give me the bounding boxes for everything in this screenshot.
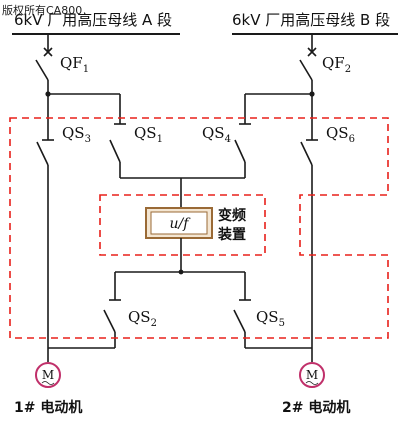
converter-symbol: u/f	[170, 216, 192, 232]
switch-qs3-label: QS3	[62, 124, 91, 145]
watermark: 版权所有CA800	[2, 3, 82, 17]
switch-qs1	[109, 94, 126, 178]
switch-qs2	[48, 272, 121, 349]
switch-qs5	[233, 272, 312, 349]
switch-qs1-label: QS1	[134, 124, 163, 145]
bus-a-label: 6kV 厂用高压母线 A 段	[14, 11, 172, 29]
motor-2-symbol: M	[306, 368, 318, 382]
switch-qs6	[300, 139, 318, 362]
converter-label-line2: 装置	[217, 226, 246, 243]
breaker-qf1	[35, 34, 53, 140]
switch-qs2-label: QS2	[128, 308, 157, 329]
motor-2-label: 2# 电动机	[282, 399, 350, 416]
motor-2: M	[299, 362, 325, 388]
switch-qs6-label: QS6	[326, 124, 355, 145]
motor-1-label: 1# 电动机	[14, 399, 82, 416]
motor-1: M	[35, 362, 61, 388]
switchgear-boundary	[9, 117, 389, 339]
converter-label-line1: 变频	[218, 207, 246, 224]
frequency-converter: u/f	[145, 207, 213, 239]
switch-qs4-label: QS4	[202, 124, 231, 145]
bus-a: 6kV 厂用高压母线 A 段	[12, 11, 180, 35]
breaker-qf2-label: QF2	[322, 54, 351, 75]
motor-1-symbol: M	[42, 368, 54, 382]
bus-b-label: 6kV 厂用高压母线 B 段	[232, 11, 390, 29]
switch-qs3	[36, 139, 54, 362]
breaker-qf1-label: QF1	[60, 54, 89, 75]
switch-qs4	[234, 94, 251, 178]
breaker-qf2	[299, 34, 317, 140]
switch-qs5-label: QS5	[256, 308, 285, 329]
bus-b: 6kV 厂用高压母线 B 段	[232, 11, 398, 35]
